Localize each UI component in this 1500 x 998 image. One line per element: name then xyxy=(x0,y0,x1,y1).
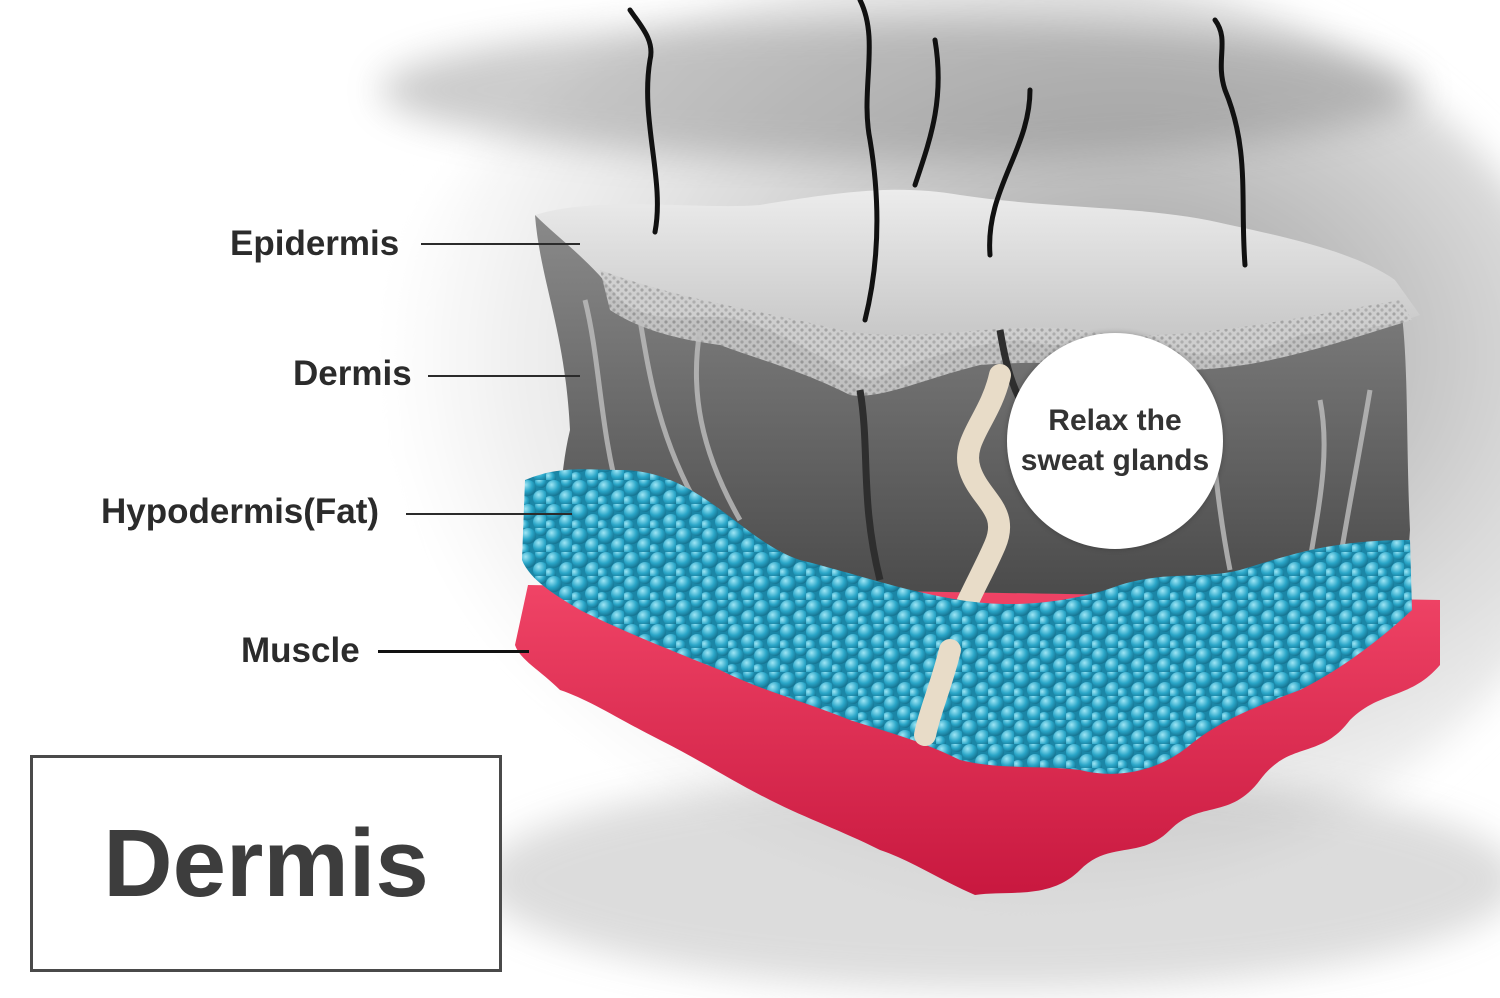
callout-text: Relax the sweat glands xyxy=(1021,401,1209,480)
epidermis-leader-line xyxy=(421,243,580,245)
sweat-gland-callout: Relax the sweat glands xyxy=(1007,333,1223,549)
hypodermis-leader-line xyxy=(406,513,572,515)
title-box: Dermis xyxy=(30,755,502,972)
muscle-label: Muscle xyxy=(241,633,360,668)
hypodermis-label: Hypodermis(Fat) xyxy=(101,494,379,529)
dermis-label: Dermis xyxy=(293,356,412,391)
epidermis-label: Epidermis xyxy=(230,226,399,261)
diagram-title: Dermis xyxy=(103,816,429,912)
dermis-leader-line xyxy=(428,375,580,377)
muscle-leader-line xyxy=(378,650,529,653)
